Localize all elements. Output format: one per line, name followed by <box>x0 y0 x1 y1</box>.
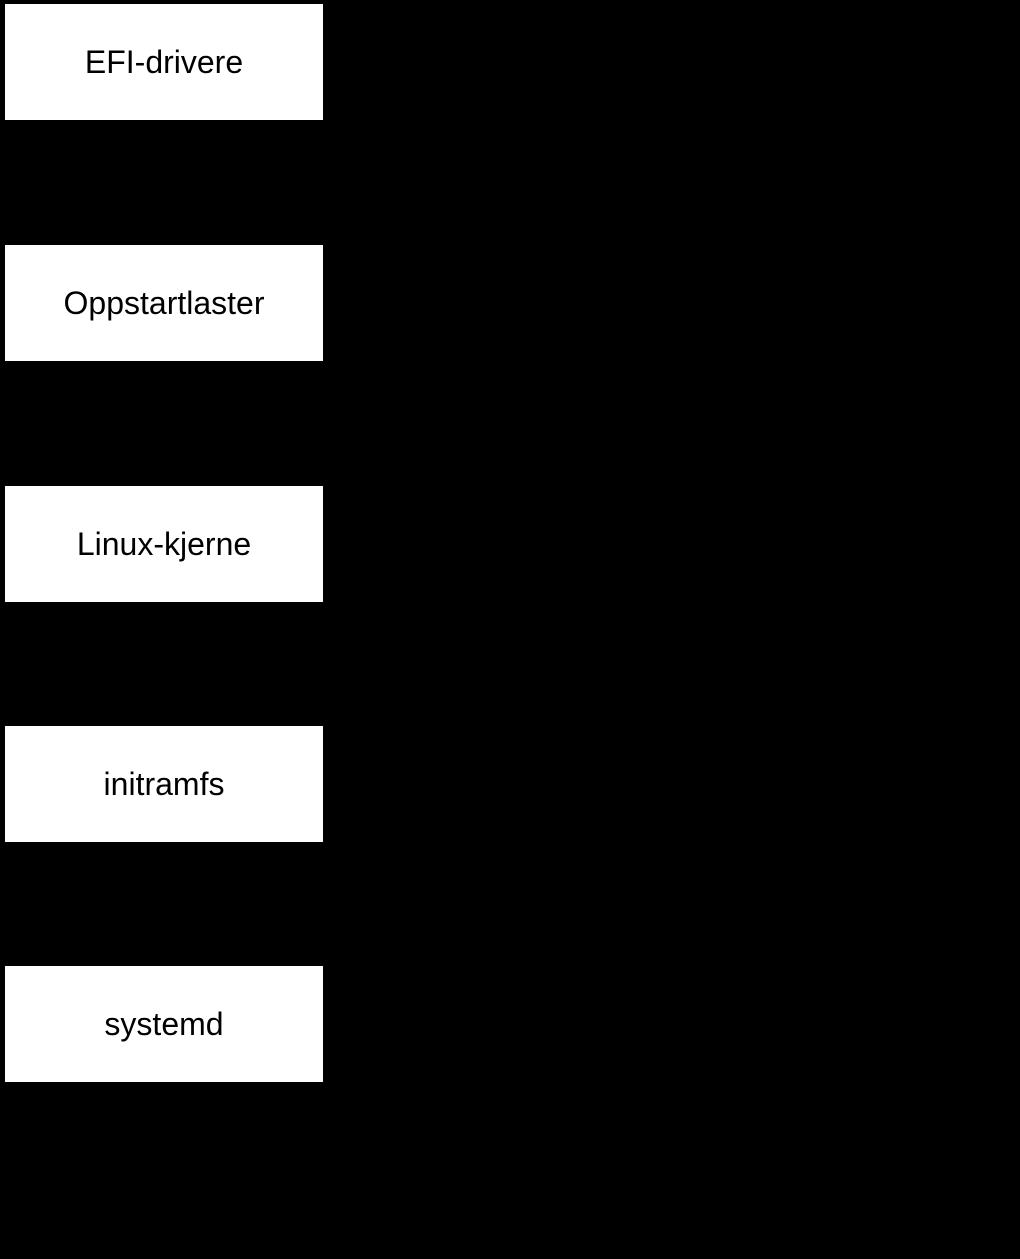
node-oppstartlaster-label: Oppstartlaster <box>63 285 265 321</box>
node-systemd-label: systemd <box>104 1006 224 1042</box>
node-initramfs-label: initramfs <box>103 766 225 802</box>
node-initramfs: initramfs <box>5 726 323 842</box>
node-oppstartlaster: Oppstartlaster <box>5 245 323 361</box>
node-efi-drivere: EFI-drivere <box>5 4 323 120</box>
node-linux-kjerne-label: Linux-kjerne <box>76 526 252 562</box>
node-systemd: systemd <box>5 966 323 1082</box>
node-linux-kjerne: Linux-kjerne <box>5 486 323 602</box>
node-efi-drivere-label: EFI-drivere <box>84 44 244 80</box>
